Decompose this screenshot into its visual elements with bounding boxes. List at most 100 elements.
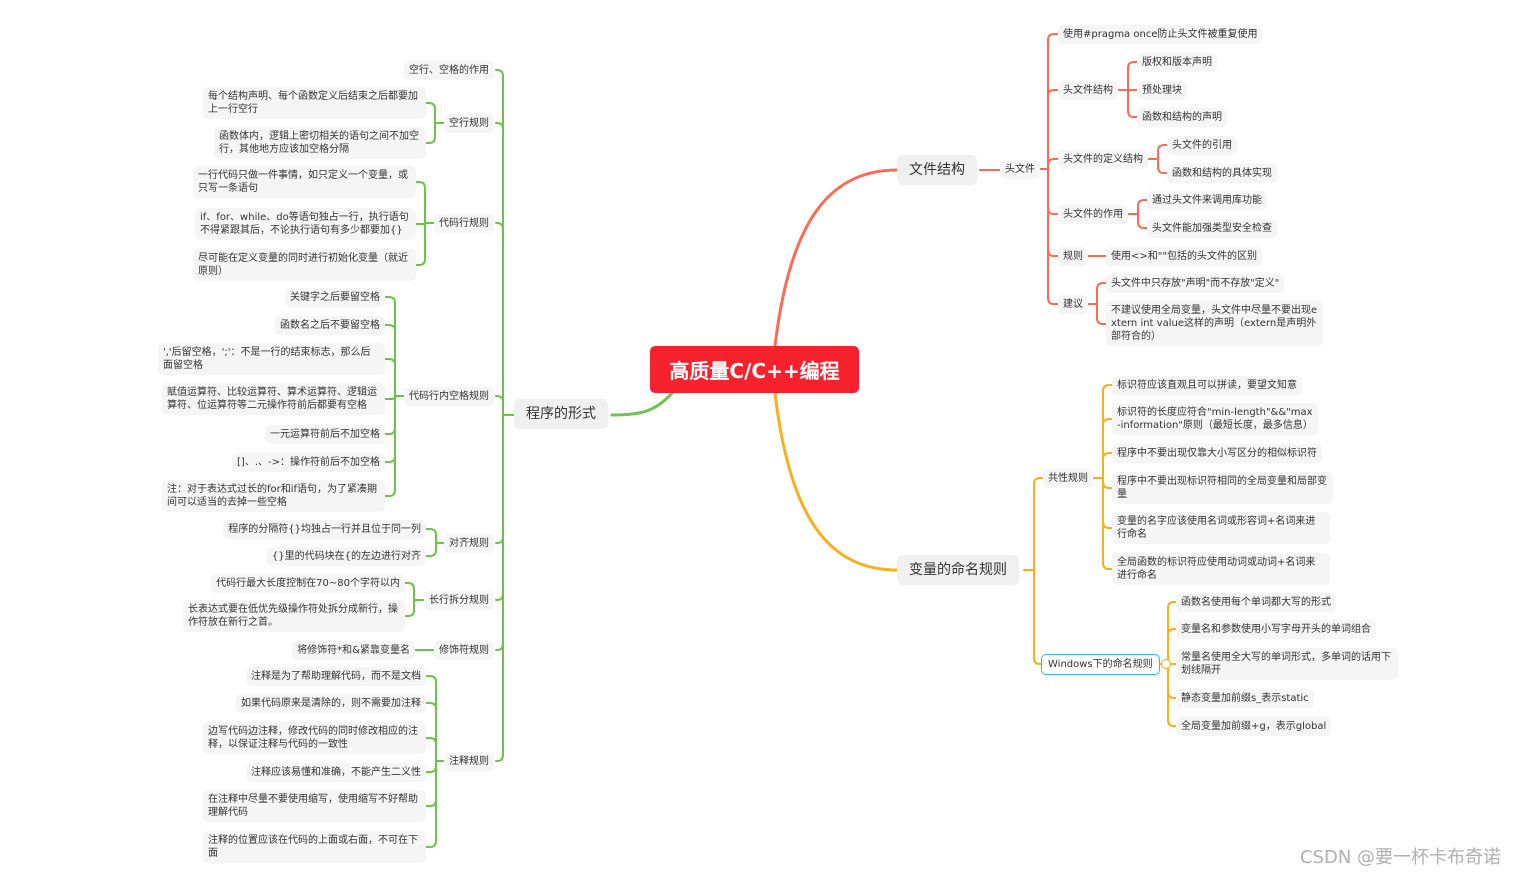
connector-line <box>1167 628 1177 665</box>
collapse-toggle-icon[interactable] <box>1161 659 1171 669</box>
topic-header-purpose[interactable]: 头文件的作用 <box>1058 205 1128 224</box>
topic-blank-space-role[interactable]: 空行、空格的作用 <box>404 61 494 80</box>
topic-alignment-rules[interactable]: 对齐规则 <box>444 534 494 553</box>
connector-line <box>425 702 437 762</box>
leaf-node[interactable]: 注释应该易懂和准确，不能产生二义性 <box>246 763 426 782</box>
leaf-node[interactable]: []、.、->：操作符前后不加空格 <box>232 453 385 472</box>
topic-long-line-split-rules[interactable]: 长行拆分规则 <box>424 591 494 610</box>
leaf-node[interactable]: 标识符的长度应符合"min-length"&&"max-information"… <box>1112 403 1318 435</box>
leaf-node[interactable]: 每个结构声明、每个函数定义后结束之后都要加上一行空行 <box>203 87 426 119</box>
leaf-node[interactable]: 常量名使用全大写的单词形式，多单词的话用下划线隔开 <box>1176 648 1398 680</box>
connector-line <box>1127 89 1138 118</box>
leaf-node[interactable]: 全局变量加前缀+g，表示global <box>1176 717 1332 736</box>
leaf-node[interactable]: 在注释中尽量不要使用缩写，使用缩写不好帮助理解代码 <box>203 790 426 822</box>
main-connector <box>610 391 674 417</box>
leaf-node[interactable]: 变量的名字应该使用名词或形容词+名词来进行命名 <box>1112 512 1330 544</box>
leaf-node[interactable]: ','后留空格，';'：不是一行的结束标志，那么后面留空格 <box>158 343 385 375</box>
leaf-node[interactable]: 注：对于表达式过长的for和if语句，为了紧凑期间可以适当的去掉一些空格 <box>162 480 385 512</box>
connector-line <box>495 414 504 601</box>
main-connector <box>773 391 899 572</box>
topic-common-rules[interactable]: 共性规则 <box>1043 469 1093 488</box>
topic-blank-line-rules[interactable]: 空行规则 <box>444 114 494 133</box>
connector-line <box>415 222 426 266</box>
leaf-node[interactable]: 函数和结构的声明 <box>1137 108 1227 127</box>
leaf-node[interactable]: 程序中不要出现标识符相同的全局变量和局部变量 <box>1112 472 1333 504</box>
connector-line <box>495 414 504 762</box>
connector-line <box>425 760 437 848</box>
topic-file-structure[interactable]: 文件结构 <box>897 155 977 185</box>
topic-header-suggestions[interactable]: 建议 <box>1058 295 1088 314</box>
connector-line <box>384 296 396 397</box>
connector-line <box>425 122 436 144</box>
leaf-node[interactable]: {}里的代码块在{的左边进行对齐 <box>266 547 426 566</box>
leaf-node[interactable]: 静态变量加前缀s_表示static <box>1176 689 1314 708</box>
leaf-node[interactable]: 如果代码原来是清除的，则不需要加注释 <box>236 694 426 713</box>
topic-code-line-rules[interactable]: 代码行规则 <box>434 214 494 233</box>
leaf-node[interactable]: 版权和版本声明 <box>1137 53 1217 72</box>
leaf-node[interactable]: 头文件的引用 <box>1167 136 1237 155</box>
connector-line <box>495 395 504 416</box>
leaf-node[interactable]: 注释是为了帮助理解代码，而不是文档 <box>246 667 426 686</box>
leaf-node[interactable]: 关键字之后要留空格 <box>285 288 385 307</box>
connector-line <box>1047 158 1059 170</box>
connector-line <box>384 358 396 397</box>
connector-line <box>1127 61 1138 91</box>
topic-header-definition-structure[interactable]: 头文件的定义结构 <box>1058 150 1148 169</box>
topic-windows-naming-selected[interactable]: Windows下的命名规则 <box>1041 654 1160 675</box>
topic-inline-space-rules[interactable]: 代码行内空格规则 <box>404 387 494 406</box>
connector-line <box>425 102 436 124</box>
connector-line <box>1167 601 1177 665</box>
connector-line <box>404 582 415 601</box>
leaf-node[interactable]: 全局函数的标识符应使用动词或动词+名词来进行命名 <box>1112 553 1330 585</box>
leaf-node[interactable]: 一元运算符前后不加空格 <box>265 425 385 444</box>
leaf-node[interactable]: 函数名使用每个单词都大写的形式 <box>1176 593 1336 612</box>
leaf-node[interactable]: 一行代码只做一件事情，如只定义一个变量，或只写一条语句 <box>193 166 416 198</box>
leaf-node[interactable]: 预处理块 <box>1137 81 1187 100</box>
topic-header-rules[interactable]: 规则 <box>1058 247 1088 266</box>
leaf-node[interactable]: 标识符应该直观且可以拼读，要望文知意 <box>1112 376 1302 395</box>
connector-line <box>415 222 426 225</box>
topic-program-form[interactable]: 程序的形式 <box>514 399 608 429</box>
connector-line <box>1157 158 1168 174</box>
leaf-node[interactable]: 函数和结构的具体实现 <box>1167 164 1277 183</box>
leaf-node[interactable]: 通过头文件来调用库功能 <box>1147 191 1267 210</box>
connector-line <box>1096 303 1107 325</box>
connector-line <box>495 122 504 416</box>
connector-line <box>425 528 437 544</box>
connector-line <box>415 181 426 224</box>
watermark: CSDN @要一杯卡布奇诺 <box>1300 847 1502 868</box>
leaf-node[interactable]: 注释的位置应该在代码的上面或右面，不可在下面 <box>203 831 426 863</box>
topic-comment-rules[interactable]: 注释规则 <box>444 752 494 771</box>
leaf-node[interactable]: 头文件能加强类型安全检查 <box>1147 219 1277 238</box>
leaf-node[interactable]: 边写代码边注释，修改代码的同时修改相应的注释，以保证注释与代码的一致性 <box>203 722 426 754</box>
connector-line <box>1102 477 1113 489</box>
connector-line <box>1137 213 1148 229</box>
connector-line <box>1167 663 1177 727</box>
connector-line <box>425 675 437 762</box>
leaf-node[interactable]: 程序中不要出现仅靠大小写区分的相似标识符 <box>1112 444 1322 463</box>
leaf-node[interactable]: 使用<>和""包括的头文件的区别 <box>1106 247 1262 266</box>
connector-line <box>1096 282 1107 305</box>
topic-variable-naming[interactable]: 变量的命名规则 <box>897 555 1019 585</box>
connector-line <box>1167 663 1177 699</box>
leaf-node[interactable]: 程序的分隔符{}均独占一行并且位于同一列 <box>223 520 426 539</box>
leaf-node[interactable]: 代码行最大长度控制在70~80个字符以内 <box>211 574 405 593</box>
leaf-node[interactable]: 尽可能在定义变量的同时进行初始化变量（就近原则） <box>193 249 416 281</box>
leaf-node[interactable]: 函数体内，逻辑上密切相关的语句之间不加空行，其他地方应该加空格分隔 <box>214 127 426 159</box>
connector-line <box>384 395 396 463</box>
connector-line <box>495 222 504 416</box>
leaf-node[interactable]: if、for、while、do等语句独占一行，执行语句不得紧跟其后，不论执行语句… <box>195 208 416 240</box>
leaf-node[interactable]: 使用#pragma once防止头文件被重复使用 <box>1058 25 1263 44</box>
leaf-node[interactable]: 变量名和参数使用小写字母开头的单词组合 <box>1176 620 1376 639</box>
leaf-node[interactable]: 头文件中只存放"声明"而不存放"定义" <box>1106 274 1285 293</box>
leaf-node[interactable]: 赋值运算符、比较运算符、算术运算符、逻辑运算符、位运算符等二元操作符前后都要有空… <box>162 383 385 415</box>
topic-header-structure[interactable]: 头文件结构 <box>1058 81 1118 100</box>
topic-header-file[interactable]: 头文件 <box>1000 160 1040 179</box>
root-node[interactable]: 高质量C/C++编程 <box>650 346 859 393</box>
leaf-node[interactable]: 不建议使用全局变量，头文件中尽量不要出现extern int value这样的声… <box>1106 301 1323 346</box>
leaf-node[interactable]: 函数名之后不要留空格 <box>275 316 385 335</box>
topic-modifier-rules[interactable]: 修饰符规则 <box>434 641 494 660</box>
leaf-node[interactable]: 将修饰符*和&紧靠变量名 <box>292 641 415 660</box>
leaf-node[interactable]: 长表达式要在低优先级操作符处拆分成新行，操作符放在新行之首。 <box>183 600 405 632</box>
connector-line <box>384 395 396 497</box>
